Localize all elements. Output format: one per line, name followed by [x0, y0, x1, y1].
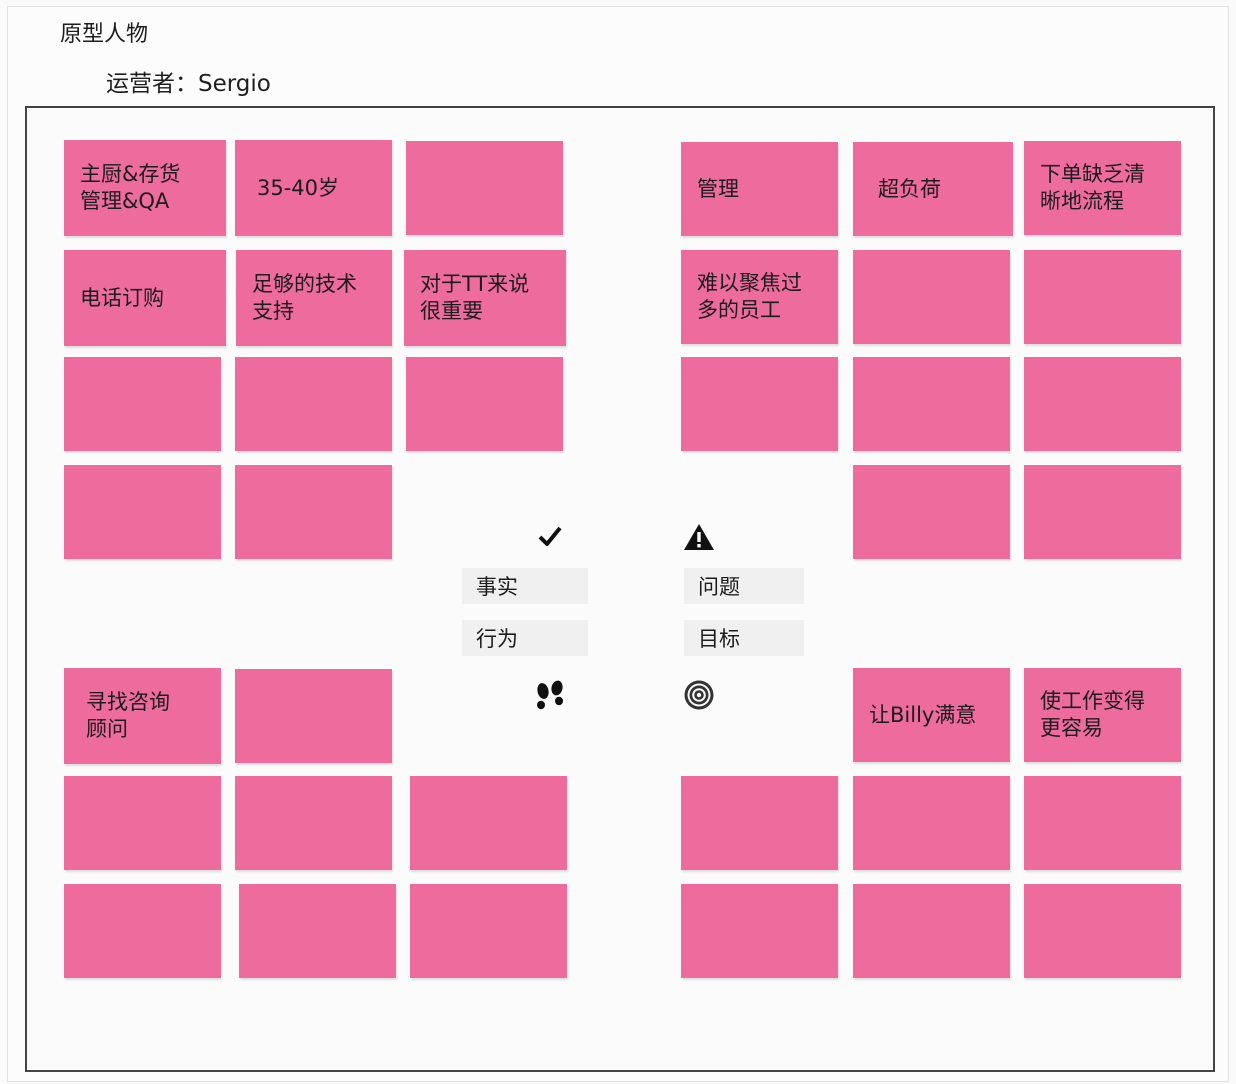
behavior-note[interactable] — [239, 884, 396, 978]
goal-note[interactable] — [1024, 884, 1181, 978]
fact-note[interactable] — [235, 465, 392, 559]
behavior-note[interactable]: 寻找咨询 顾问 — [64, 668, 221, 764]
fact-note[interactable] — [64, 357, 221, 451]
behavior-note[interactable] — [410, 884, 567, 978]
target-icon — [684, 680, 714, 710]
problem-note[interactable] — [681, 357, 838, 451]
problem-note[interactable]: 难以聚焦过 多的员工 — [681, 250, 838, 344]
problem-note[interactable] — [853, 357, 1010, 451]
goal-note[interactable] — [681, 776, 838, 870]
goals-label: 目标 — [684, 620, 804, 656]
fact-note[interactable] — [64, 465, 221, 559]
goal-note[interactable]: 让Billy满意 — [853, 668, 1010, 762]
fact-note[interactable]: 对于TT来说 很重要 — [404, 250, 566, 346]
problems-label: 问题 — [684, 568, 804, 604]
goal-note[interactable] — [1024, 776, 1181, 870]
fact-note[interactable] — [406, 141, 563, 235]
fact-note[interactable] — [235, 357, 392, 451]
behavior-note[interactable] — [64, 884, 221, 978]
check-icon — [538, 526, 562, 546]
problem-note[interactable] — [1024, 250, 1181, 344]
behavior-note[interactable] — [64, 776, 221, 870]
behaviors-label: 行为 — [462, 620, 588, 656]
problem-note[interactable] — [853, 250, 1010, 344]
footprints-icon — [537, 680, 563, 710]
fact-note[interactable] — [406, 357, 563, 451]
behavior-note[interactable] — [410, 776, 567, 870]
problem-note[interactable] — [853, 465, 1010, 559]
page-title: 原型人物 — [60, 22, 149, 47]
warning-icon — [684, 524, 714, 550]
goal-note[interactable] — [853, 884, 1010, 978]
goal-note[interactable] — [853, 776, 1010, 870]
goal-note[interactable] — [681, 884, 838, 978]
operator-label: 运营者：Sergio — [106, 71, 271, 97]
facts-label: 事实 — [462, 568, 588, 604]
problem-note[interactable]: 下单缺乏清 晰地流程 — [1024, 141, 1181, 235]
behavior-note[interactable] — [235, 776, 392, 870]
behavior-note[interactable] — [235, 669, 392, 763]
fact-note[interactable]: 35-40岁 — [235, 140, 392, 236]
fact-note[interactable]: 主厨&存货 管理&QA — [64, 140, 226, 236]
problem-note[interactable]: 管理 — [681, 142, 838, 236]
problem-note[interactable] — [1024, 465, 1181, 559]
problem-note[interactable] — [1024, 357, 1181, 451]
fact-note[interactable]: 电话订购 — [64, 250, 226, 346]
goal-note[interactable]: 使工作变得 更容易 — [1024, 668, 1181, 762]
problem-note[interactable]: 超负荷 — [853, 142, 1013, 236]
fact-note[interactable]: 足够的技术 支持 — [236, 250, 392, 346]
